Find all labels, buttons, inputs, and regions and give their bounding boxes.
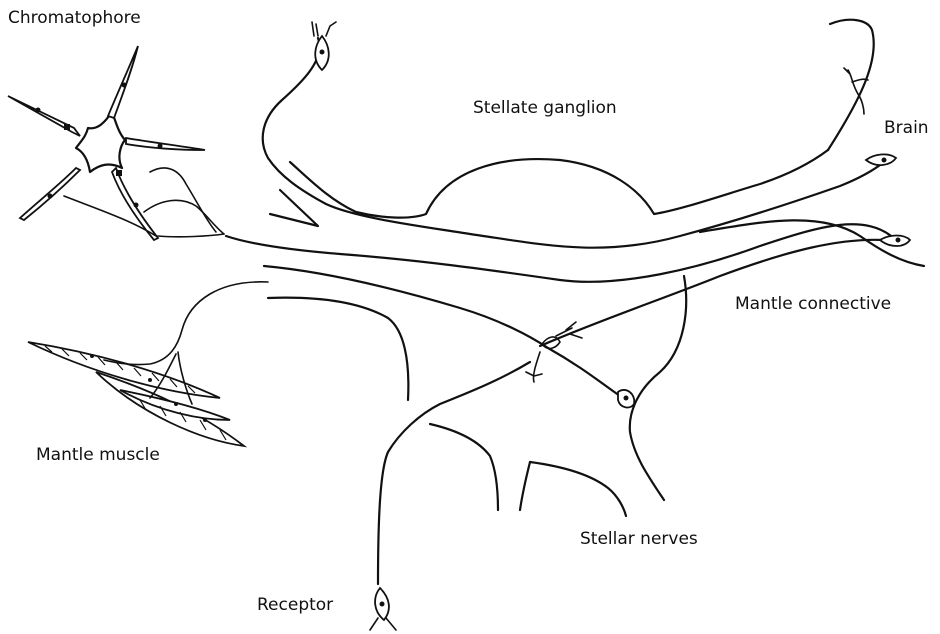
radial-fibre-e — [126, 138, 205, 150]
stellate-ganglion — [270, 150, 828, 226]
receptor-cell — [370, 588, 396, 630]
stellar-neuron — [618, 390, 634, 408]
label-stellar-nerves: Stellar nerves — [580, 531, 698, 548]
chromatophore — [8, 46, 224, 240]
axon-bundle — [226, 20, 924, 396]
label-receptor: Receptor — [257, 597, 333, 614]
chromatophore-body — [76, 112, 125, 172]
brain-neuron-2 — [880, 236, 910, 247]
label-stellate-ganglion: Stellate ganglion — [473, 100, 617, 117]
mantle-muscle — [28, 282, 268, 446]
label-chromatophore: Chromatophore — [8, 10, 141, 27]
brain-dendrite — [844, 68, 868, 114]
brain-neuron-1 — [866, 154, 896, 165]
label-mantle-connective: Mantle connective — [735, 296, 891, 313]
label-brain: Brain — [884, 120, 929, 137]
radial-fibre-n — [108, 46, 138, 118]
label-mantle-muscle: Mantle muscle — [36, 447, 160, 464]
